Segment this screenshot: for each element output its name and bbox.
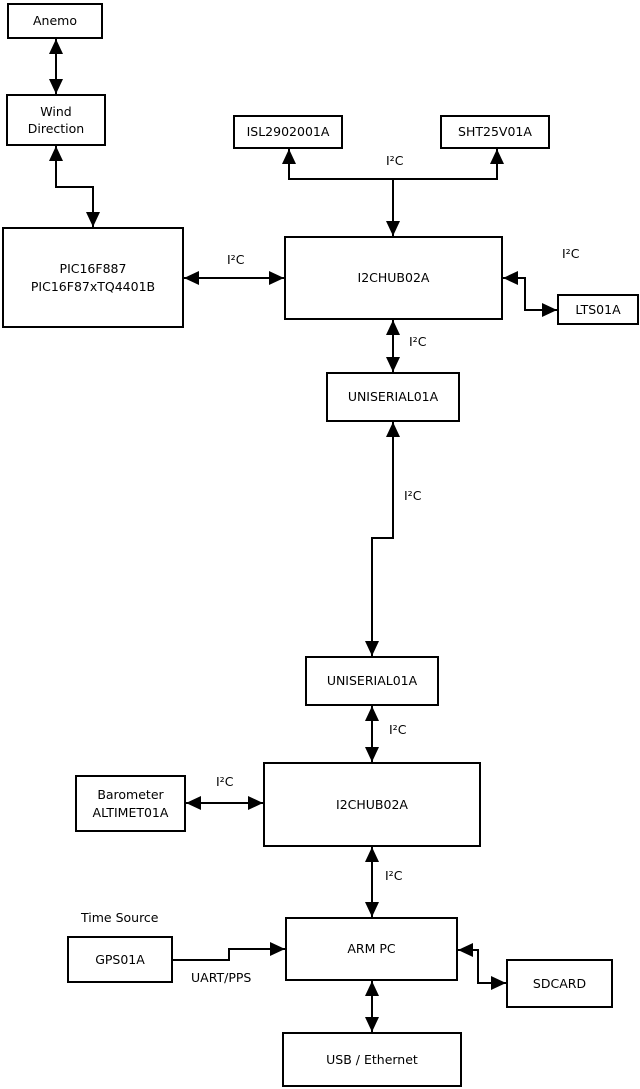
- edge-line: [371, 422, 394, 656]
- arrowhead-icon: [491, 976, 506, 990]
- edge-hub2-armpc: [365, 847, 379, 917]
- edge-hub1-lts: [503, 271, 557, 317]
- edge-bus-hub1: [386, 179, 400, 236]
- arrowhead-icon: [86, 212, 100, 227]
- arrowhead-icon: [365, 902, 379, 917]
- edge-pic-hub1: [184, 271, 284, 285]
- arrowhead-icon: [365, 1017, 379, 1032]
- node-i2chub-1-label: I2CHUB02A: [357, 270, 430, 286]
- edge-armpc-usb: [365, 981, 379, 1032]
- node-usb-ethernet-label: USB / Ethernet: [326, 1051, 418, 1067]
- arrowhead-icon: [365, 981, 379, 996]
- edge-label-i2c-hub1-lts: I²C: [562, 246, 580, 261]
- edge-uniserial2-hub2: [365, 706, 379, 762]
- edge-barometer-hub2: [186, 796, 263, 810]
- node-sdcard-label: SDCARD: [532, 975, 587, 991]
- node-i2chub-1: I2CHUB02A: [284, 236, 503, 320]
- arrowhead-icon: [270, 942, 285, 956]
- node-uniserial-1-label: UNISERIAL01A: [347, 389, 439, 405]
- arrowhead-icon: [542, 303, 557, 317]
- node-anemo: Anemo: [7, 3, 103, 39]
- arrowhead-icon: [386, 422, 400, 437]
- node-i2chub-2: I2CHUB02A: [263, 762, 481, 847]
- edge-label-i2c-long-link: I²C: [404, 488, 422, 503]
- edge-armpc-sdcard: [458, 943, 506, 990]
- arrowhead-icon: [365, 641, 379, 656]
- arrowhead-icon: [269, 271, 284, 285]
- edge-label-i2c-hub2-armpc: I²C: [385, 868, 403, 883]
- edge-anemo-wind: [49, 39, 63, 94]
- arrowhead-icon: [184, 271, 199, 285]
- node-i2chub-2-label: I2CHUB02A: [336, 796, 408, 812]
- edge-label-i2c-uniserial2-hub2: I²C: [389, 722, 407, 737]
- edge-line: [173, 948, 285, 961]
- node-arm-pc-label: ARM PC: [347, 941, 396, 957]
- node-gps01a-label: GPS01A: [95, 951, 145, 967]
- arrowhead-icon: [49, 146, 63, 161]
- node-sdcard: SDCARD: [506, 959, 613, 1008]
- edge-label-i2c-pic-hub1: I²C: [227, 252, 245, 267]
- arrowhead-icon: [248, 796, 263, 810]
- node-anemo-label: Anemo: [33, 13, 77, 29]
- edge-label-i2c-barometer-hub2: I²C: [216, 774, 234, 789]
- node-uniserial-1: UNISERIAL01A: [326, 372, 460, 422]
- arrowhead-icon: [503, 271, 518, 285]
- edge-label-i2c-hub1-uniserial1: I²C: [409, 334, 427, 349]
- node-uniserial-2: UNISERIAL01A: [305, 656, 439, 706]
- arrowhead-icon: [386, 357, 400, 372]
- arrowhead-icon: [282, 149, 296, 164]
- edge-label-uart-pps: UART/PPS: [191, 970, 252, 985]
- arrowhead-icon: [458, 943, 473, 957]
- arrowhead-icon: [386, 320, 400, 335]
- edge-line: [55, 146, 94, 227]
- edge-line: [503, 277, 557, 311]
- node-sht25v01a: SHT25V01A: [440, 115, 550, 149]
- arrowhead-icon: [490, 149, 504, 164]
- edge-uniserial1-uniserial2: [365, 422, 400, 656]
- arrowhead-icon: [49, 39, 63, 54]
- node-isl2902001a-label: ISL2902001A: [246, 124, 330, 140]
- edge-wind-pic: [49, 146, 100, 227]
- arrowhead-icon: [186, 796, 201, 810]
- node-pic-label: PIC16F87xTQ4401B: [30, 278, 156, 294]
- node-lts01a-label: LTS01A: [575, 301, 621, 317]
- node-gps01a: GPS01A: [67, 936, 173, 983]
- node-pic-label: PIC16F887: [59, 261, 127, 276]
- edge-line: [458, 949, 506, 984]
- node-uniserial-2-label: UNISERIAL01A: [326, 673, 418, 689]
- node-arm-pc: ARM PC: [285, 917, 458, 981]
- arrowhead-icon: [365, 706, 379, 721]
- edge-gps-armpc: [173, 942, 285, 961]
- node-usb-ethernet: USB / Ethernet: [282, 1032, 462, 1087]
- arrowhead-icon: [365, 747, 379, 762]
- node-wind-direction-label: Wind: [40, 103, 72, 119]
- node-sht25v01a-label: SHT25V01A: [458, 124, 532, 140]
- node-isl2902001a: ISL2902001A: [233, 115, 343, 149]
- arrowhead-icon: [386, 221, 400, 236]
- node-barometer-label: Barometer: [97, 787, 164, 802]
- edge-label-time-source: Time Source: [81, 910, 159, 925]
- edge-label-i2c-sensor-bus: I²C: [386, 153, 404, 168]
- arrowhead-icon: [365, 847, 379, 862]
- node-barometer-label: ALTIMET01A: [92, 804, 169, 820]
- edge-hub1-uniserial1: [386, 320, 400, 372]
- arrowhead-icon: [49, 79, 63, 94]
- node-wind-direction-label: Direction: [27, 121, 85, 136]
- node-lts01a: LTS01A: [557, 294, 639, 325]
